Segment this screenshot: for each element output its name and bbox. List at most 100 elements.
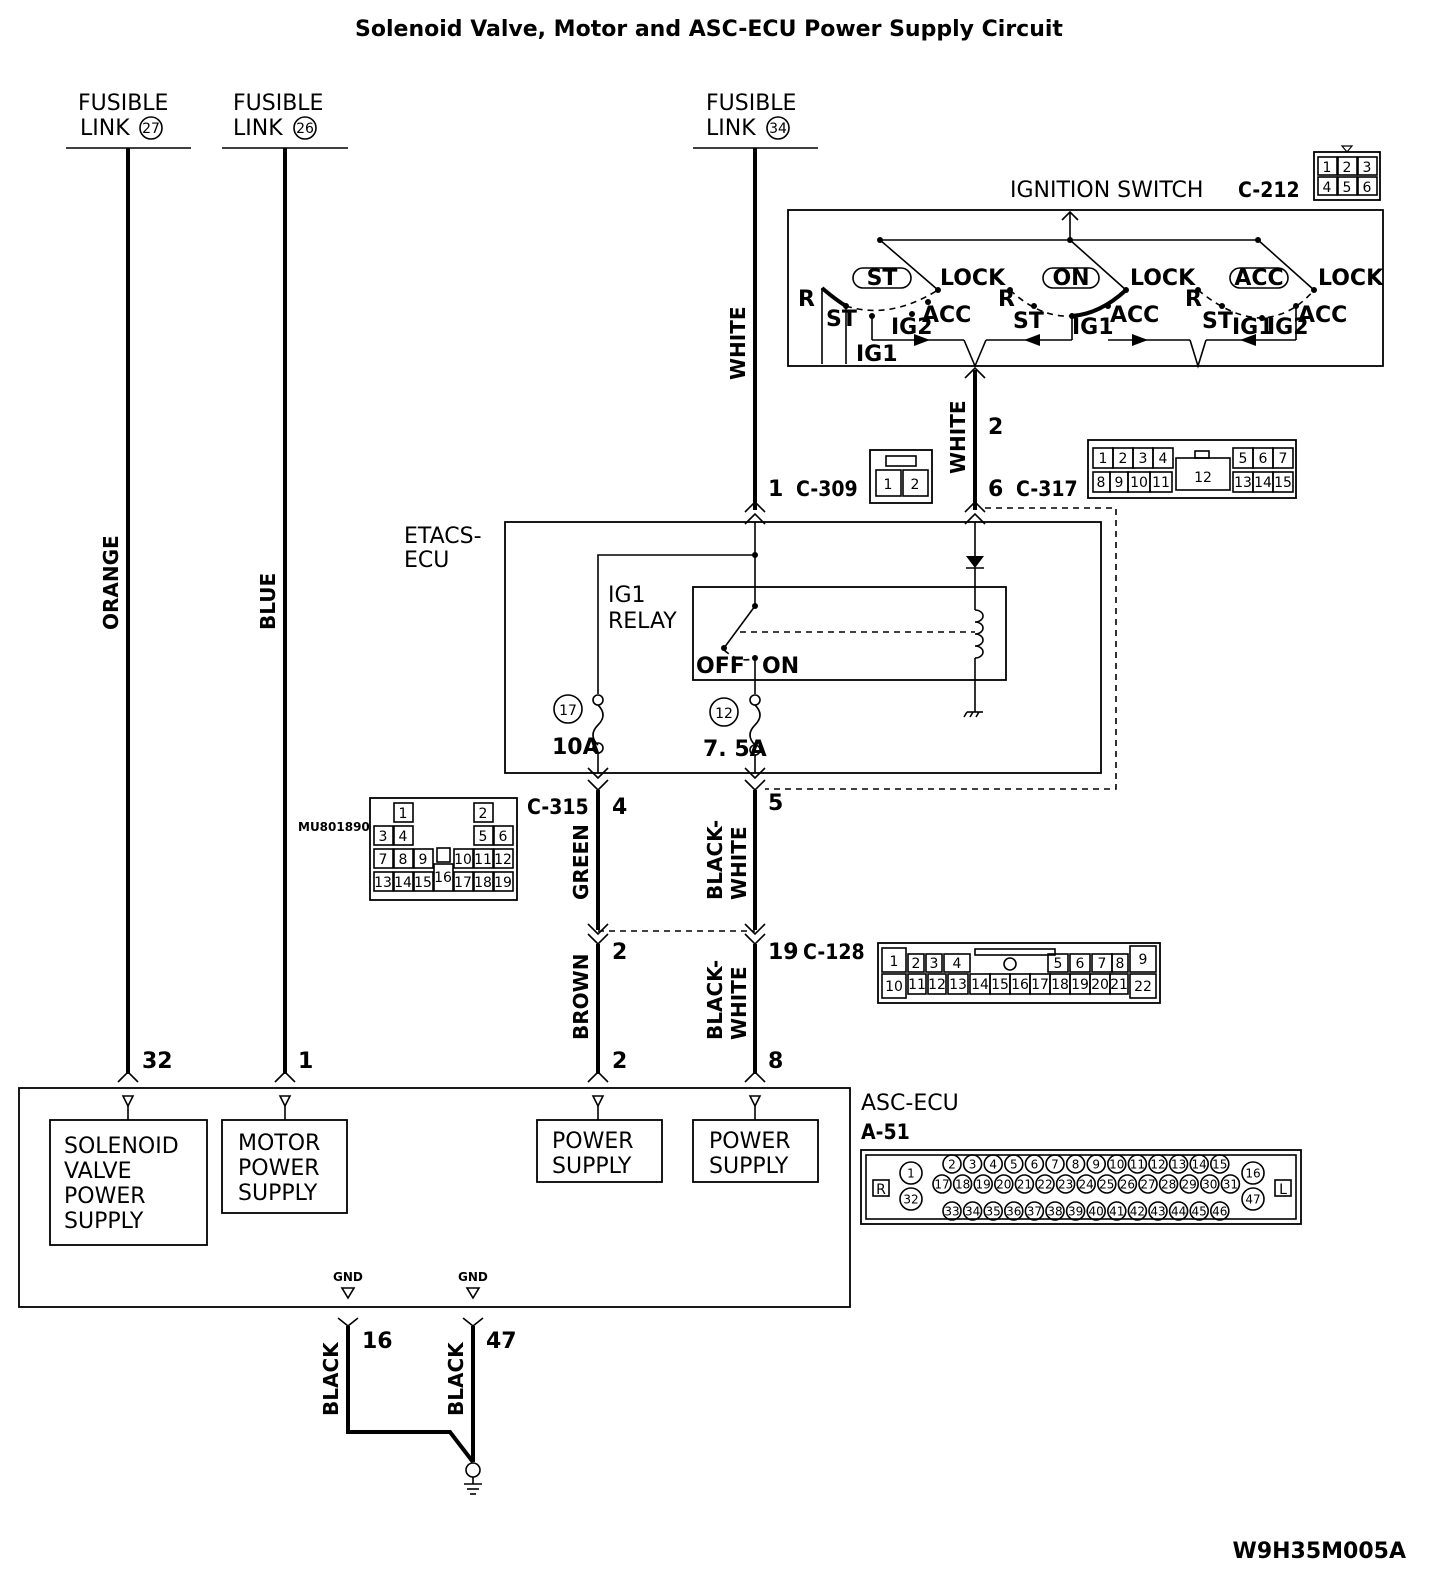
a51-pin-ring — [1014, 1174, 1035, 1194]
svg-text:13: 13 — [949, 977, 967, 993]
svg-text:C-212: C-212 — [1238, 178, 1300, 202]
svg-text:IG2: IG2 — [891, 315, 933, 340]
svg-text:18: 18 — [474, 875, 492, 891]
svg-text:2: 2 — [1119, 451, 1128, 467]
a51-pin: 6 — [1031, 1158, 1039, 1172]
svg-text:LINK: LINK — [706, 116, 756, 141]
svg-text:LOCK: LOCK — [1318, 266, 1384, 291]
svg-text:BLACK: BLACK — [444, 1341, 468, 1416]
svg-text:26: 26 — [296, 121, 314, 137]
svg-text:WHITE: WHITE — [726, 306, 750, 380]
svg-text:10: 10 — [454, 852, 472, 868]
a51-pin-ring — [973, 1174, 994, 1194]
connector-c317-icon: 1 2 3 4 12 5 6 7 8 9 10 11 13 14 15 — [1087, 439, 1297, 499]
a51-pin-ring — [1024, 1201, 1045, 1221]
a51-pin: 39 — [1068, 1205, 1083, 1219]
svg-text:2: 2 — [911, 477, 920, 493]
svg-text:R: R — [1185, 287, 1202, 312]
a51-pin: 14 — [1192, 1158, 1207, 1172]
svg-text:BLUE: BLUE — [256, 573, 280, 630]
svg-text:20: 20 — [1091, 977, 1109, 993]
svg-text:POWER: POWER — [64, 1184, 146, 1209]
a51-pin-ring — [1086, 1154, 1106, 1174]
svg-text:POWER: POWER — [552, 1129, 634, 1154]
a51-pin-ring — [1148, 1201, 1168, 1221]
svg-text:1: 1 — [298, 1049, 313, 1074]
c128-junction: 2 19 C-128 — [587, 923, 865, 965]
svg-text:16: 16 — [362, 1329, 393, 1354]
a51-pin: 30 — [1202, 1178, 1217, 1192]
svg-text:WHITE: WHITE — [946, 400, 970, 474]
ground-wires: 16 47 BLACK BLACK — [319, 1317, 517, 1495]
black-white-wire-upper: 5 BLACK- WHITE — [703, 767, 783, 930]
svg-text:27: 27 — [142, 121, 160, 137]
svg-text:3: 3 — [379, 829, 388, 845]
svg-text:ASC-ECU: ASC-ECU — [861, 1091, 959, 1116]
svg-text:9: 9 — [1115, 475, 1124, 491]
a51-pin: 31 — [1223, 1178, 1238, 1192]
a51-pin: 2 — [948, 1158, 956, 1172]
blue-wire: BLUE 1 — [256, 148, 313, 1083]
a51-pin: 38 — [1047, 1205, 1062, 1219]
connector-c315-icon: MU801890 1 2 3 4 5 6 7 8 9 10 11 12 13 — [298, 797, 518, 901]
a51-pin: 37 — [1027, 1205, 1042, 1219]
svg-text:R: R — [998, 287, 1015, 312]
figure-code: W9H35M005A — [1233, 1539, 1406, 1564]
svg-text:4: 4 — [612, 795, 627, 820]
svg-text:C-315: C-315 — [527, 795, 589, 819]
a51-pin: 17 — [934, 1178, 949, 1192]
ignition-switch: IGNITION SWITCH C-212 ST LOCK R ST IG2 A… — [787, 178, 1384, 369]
svg-text:9: 9 — [419, 852, 428, 868]
a51-pin: 21 — [1017, 1178, 1032, 1192]
svg-text:15: 15 — [991, 977, 1009, 993]
svg-text:ACC: ACC — [1110, 303, 1159, 328]
svg-text:IG1: IG1 — [856, 342, 898, 367]
a51-pin-ring — [942, 1154, 962, 1174]
a51-pin: 24 — [1079, 1178, 1094, 1192]
svg-text:12: 12 — [928, 977, 946, 993]
a51-pin-ring — [1241, 1161, 1265, 1185]
a51-pin-ring — [1003, 1201, 1024, 1221]
a51-pin-ring — [1200, 1174, 1220, 1194]
svg-text:2: 2 — [612, 1049, 627, 1074]
a51-pin-ring — [1035, 1174, 1055, 1194]
svg-text:SUPPLY: SUPPLY — [238, 1181, 318, 1206]
a51-pin: 1 — [907, 1167, 915, 1181]
svg-text:6: 6 — [1076, 956, 1085, 972]
svg-text:BROWN: BROWN — [569, 954, 593, 1040]
svg-text:22: 22 — [1134, 979, 1152, 995]
svg-text:ST: ST — [1013, 309, 1044, 334]
svg-text:2: 2 — [988, 415, 1003, 440]
svg-text:LINK: LINK — [233, 116, 283, 141]
solenoid-valve-power-supply-block: SOLENOID VALVE POWER SUPPLY — [49, 1119, 208, 1246]
svg-text:ACC: ACC — [1234, 266, 1283, 291]
green-wire: C-315 4 GREEN — [527, 767, 627, 930]
svg-text:2: 2 — [1343, 160, 1352, 176]
brown-wire: BROWN 2 — [569, 944, 627, 1083]
svg-text:47: 47 — [486, 1329, 517, 1354]
svg-text:10: 10 — [885, 979, 903, 995]
svg-text:ON: ON — [1052, 266, 1089, 291]
a51-pin-ring — [993, 1174, 1014, 1194]
power-supply-block-1: POWER SUPPLY — [536, 1119, 663, 1183]
a51-pin: 32 — [903, 1193, 918, 1207]
a51-pin-ring — [952, 1174, 973, 1194]
a51-pin: 4 — [989, 1158, 997, 1172]
a51-pin-ring — [1003, 1154, 1024, 1174]
svg-text:1: 1 — [399, 806, 408, 822]
a51-pin: 46 — [1212, 1205, 1227, 1219]
svg-text:17: 17 — [1031, 977, 1049, 993]
svg-text:ACC: ACC — [1298, 303, 1347, 328]
svg-text:12: 12 — [1194, 470, 1212, 486]
asc-ecu: ASC-ECU A-51 SOLENOID VALVE POWER SUPPLY… — [18, 1087, 959, 1308]
svg-text:21: 21 — [1110, 977, 1128, 993]
a51-pin: 41 — [1109, 1205, 1124, 1219]
svg-text:SUPPLY: SUPPLY — [709, 1154, 789, 1179]
svg-text:C-317: C-317 — [1016, 477, 1078, 501]
svg-text:16: 16 — [1011, 977, 1029, 993]
svg-text:C-128: C-128 — [803, 940, 865, 964]
svg-text:5: 5 — [479, 829, 488, 845]
svg-text:7: 7 — [1098, 956, 1107, 972]
a51-pin-ring — [932, 1174, 952, 1194]
svg-text:POWER: POWER — [238, 1156, 320, 1181]
